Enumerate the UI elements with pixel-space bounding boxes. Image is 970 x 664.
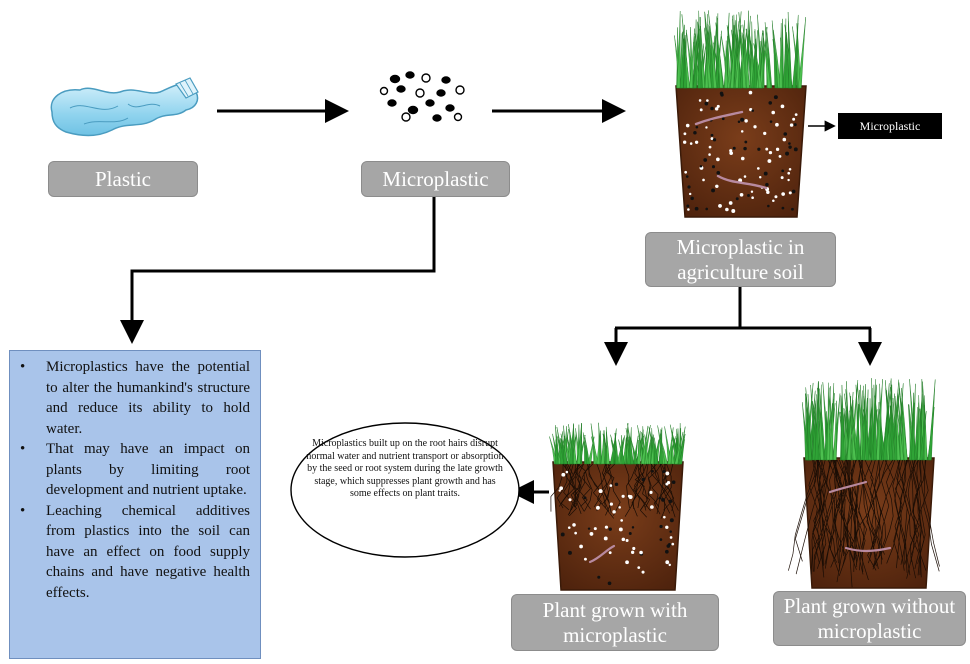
effects-note-text: Microplastics built up on the root hairs… xyxy=(306,438,504,500)
info-bullet: •Microplastics have the potential to alt… xyxy=(20,359,250,437)
roots-icon xyxy=(788,459,940,588)
info-bullet: •That may have an impact on plants by li… xyxy=(20,441,250,498)
pot-without-microplastic-icon xyxy=(788,378,940,589)
info-bullet: •Leaching chemical additives from plasti… xyxy=(20,502,250,601)
grass-icon xyxy=(549,422,686,465)
grass-icon xyxy=(674,10,806,89)
info-box: •Microplastics have the potential to alt… xyxy=(9,350,261,659)
branch-connector xyxy=(604,286,882,366)
info-bullet-text: Leaching chemical additives from plastic… xyxy=(46,502,250,601)
plant-without-microplastic-label: Plant grown without microplastic xyxy=(773,591,966,646)
grass-icon xyxy=(802,378,936,461)
microplastic-particles-icon xyxy=(379,71,465,122)
plastic-bottle-icon xyxy=(50,77,199,137)
soil-pot-icon xyxy=(674,10,807,218)
microplastic-callout: Microplastic xyxy=(838,113,942,139)
arrow-to-info-box xyxy=(120,196,436,344)
plastic-label: Plastic xyxy=(48,161,198,197)
microplastic-label: Microplastic xyxy=(361,161,510,197)
info-bullet-text: That may have an impact on plants by lim… xyxy=(46,441,250,498)
pot-with-microplastic-icon xyxy=(549,422,686,591)
soil-label: Microplastic in agriculture soil xyxy=(645,232,836,287)
plant-with-microplastic-label: Plant grown with microplastic xyxy=(511,594,719,651)
info-bullet-text: Microplastics have the potential to alte… xyxy=(46,359,250,437)
effects-note-ellipse xyxy=(290,422,520,558)
